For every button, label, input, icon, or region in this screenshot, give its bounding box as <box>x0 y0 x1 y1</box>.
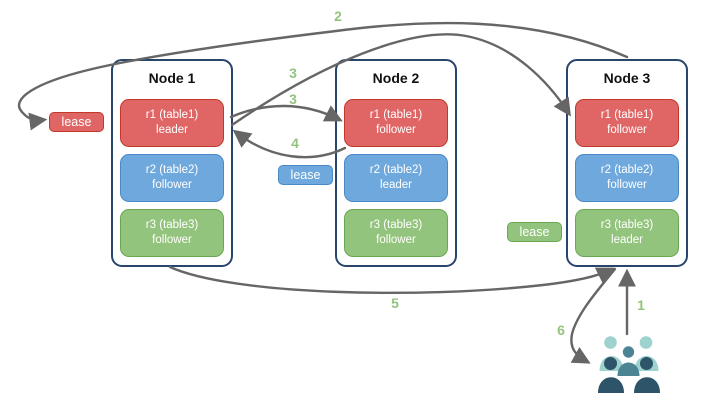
replica-role: follower <box>376 124 416 136</box>
replica-role: follower <box>607 124 647 136</box>
node3-replica-r2: r2 (table2) follower <box>575 154 679 202</box>
step-label-2: 2 <box>334 8 342 24</box>
replica-label: r1 (table1) <box>600 109 654 122</box>
node2-replica-r1: r1 (table1) follower <box>344 99 448 147</box>
users-group-icon <box>598 336 660 393</box>
arrow-step3-node1-to-node2 <box>229 104 343 122</box>
replica-role: leader <box>156 124 188 136</box>
step-label-1: 1 <box>637 297 645 313</box>
replica-role: follower <box>152 234 192 246</box>
replica-label: r1 (table1) <box>145 109 199 122</box>
replica-role: leader <box>380 179 412 191</box>
node2-replica-r2: r2 (table2) leader <box>344 154 448 202</box>
replica-label: r3 (table3) <box>369 219 423 232</box>
node2-replica-r3: r3 (table3) follower <box>344 209 448 257</box>
step-label-3-lower: 3 <box>289 91 297 107</box>
step-label-5: 5 <box>391 295 399 311</box>
replica-label: r1 (table1) <box>369 109 423 122</box>
replica-label: r2 (table2) <box>145 164 199 177</box>
node1-replica-r3: r3 (table3) follower <box>120 209 224 257</box>
replica-role: leader <box>611 234 643 246</box>
arrow-step5-node1-to-node3 <box>168 265 615 295</box>
node-2-title: Node 2 <box>372 70 420 86</box>
replica-label: r2 (table2) <box>369 164 423 177</box>
lease-chip-red: lease <box>49 112 104 132</box>
node1-replica-r2: r2 (table2) follower <box>120 154 224 202</box>
replica-label: r3 (table3) <box>145 219 199 232</box>
replica-role: follower <box>152 179 192 191</box>
arrow-step6-node3-to-clients <box>570 267 617 364</box>
node1-replica-r1: r1 (table1) leader <box>120 99 224 147</box>
node3-replica-r3: r3 (table3) leader <box>575 209 679 257</box>
node-1-box: Node 1 r1 (table1) leader r2 (table2) fo… <box>111 59 233 267</box>
lease-chip-blue: lease <box>278 165 333 185</box>
replica-role: follower <box>376 234 416 246</box>
replica-role: follower <box>607 179 647 191</box>
step-label-6: 6 <box>557 322 565 338</box>
step-label-4: 4 <box>291 135 299 151</box>
step-label-3-upper: 3 <box>289 65 297 81</box>
node-3-title: Node 3 <box>603 70 651 86</box>
node-2-box: Node 2 r1 (table1) follower r2 (table2) … <box>335 59 457 267</box>
lease-chip-green: lease <box>507 222 562 242</box>
node-1-title: Node 1 <box>148 70 196 86</box>
node-3-box: Node 3 r1 (table1) follower r2 (table2) … <box>566 59 688 267</box>
replica-label: r2 (table2) <box>600 164 654 177</box>
node3-replica-r1: r1 (table1) follower <box>575 99 679 147</box>
replica-label: r3 (table3) <box>600 219 654 232</box>
